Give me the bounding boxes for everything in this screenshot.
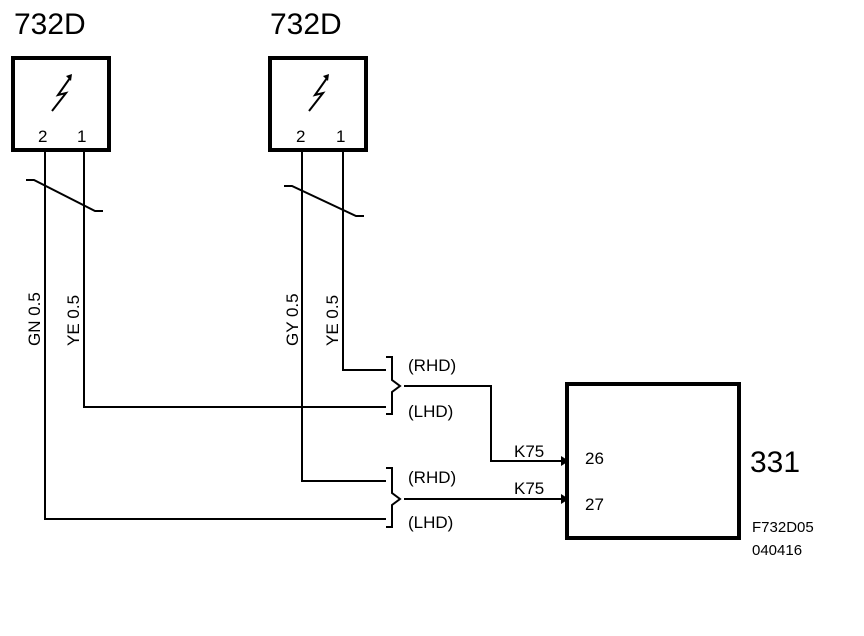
sensor-symbol-icon — [51, 74, 72, 112]
component-a-box: 2 1 — [11, 56, 111, 152]
drawing-date: 040416 — [752, 542, 802, 559]
component-a-pin2: 2 — [38, 127, 47, 146]
option-brace-upper — [386, 356, 402, 415]
drawing-code: F732D05 — [752, 519, 814, 536]
ecu-pin-27: 27 — [585, 495, 604, 514]
sensor-symbol-icon — [308, 74, 329, 112]
option-label-lhd-lower: (LHD) — [408, 513, 453, 532]
wire-b-pin2 — [301, 150, 386, 482]
component-b-pin1: 1 — [336, 127, 345, 146]
option-brace-lower — [386, 467, 402, 528]
component-b-pin2: 2 — [296, 127, 305, 146]
wire-label-gy: GY 0.5 — [283, 293, 302, 346]
component-a-label: 732D — [14, 8, 86, 41]
wire-to-ecu-pin26 — [404, 385, 567, 462]
option-label-rhd-upper: (RHD) — [408, 356, 456, 375]
wire-label-gn: GN 0.5 — [25, 292, 44, 346]
wire-b-pin1 — [342, 150, 386, 371]
option-label-lhd-upper: (LHD) — [408, 402, 453, 421]
connector-label-upper: K75 — [514, 442, 544, 461]
wire-label-ye-b: YE 0.5 — [323, 295, 342, 346]
twisted-pair-mark-b — [284, 185, 364, 217]
twisted-pair-mark-a — [26, 179, 103, 212]
wire-a-pin2 — [44, 150, 386, 520]
option-label-rhd-lower: (RHD) — [408, 468, 456, 487]
ecu-pin-26: 26 — [585, 449, 604, 468]
ecu-box: 26 27 — [565, 382, 741, 540]
component-b-box: 2 1 — [268, 56, 368, 152]
wire-label-ye-a: YE 0.5 — [64, 295, 83, 346]
wire-a-pin1 — [83, 150, 386, 408]
component-b-label: 732D — [270, 8, 342, 41]
ecu-label: 331 — [750, 446, 800, 479]
connector-label-lower: K75 — [514, 479, 544, 498]
component-a-pin1: 1 — [77, 127, 86, 146]
